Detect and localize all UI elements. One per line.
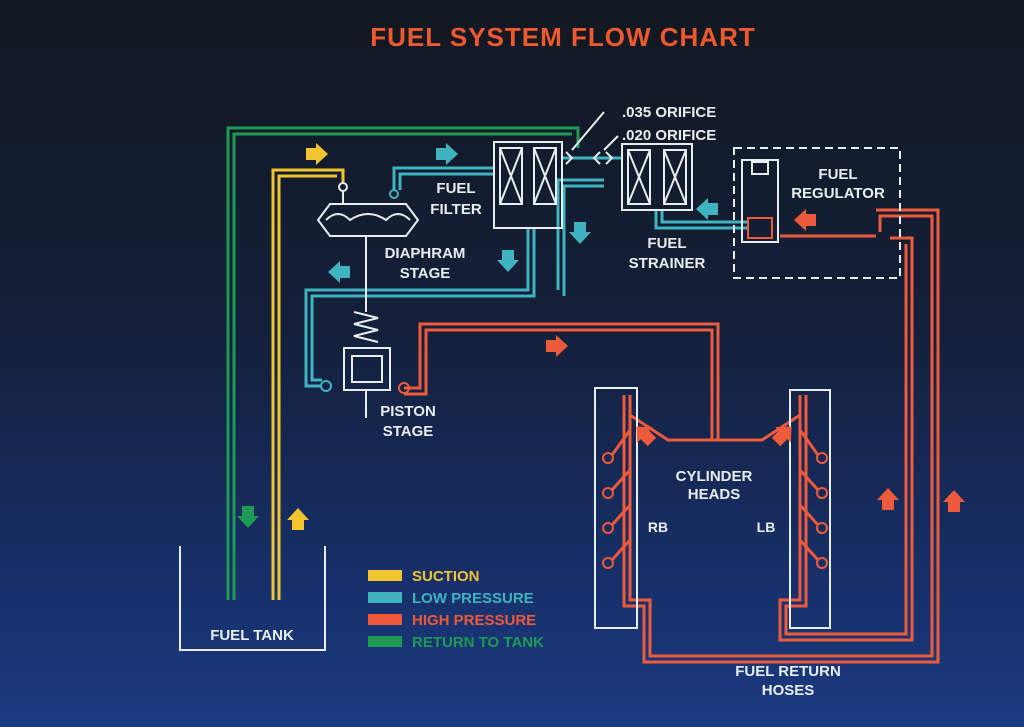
piston-stage-label: PISTON	[380, 403, 436, 420]
piston-stage-label-2: STAGE	[383, 423, 434, 440]
orifice-020-label: .020 ORIFICE	[622, 127, 716, 144]
fuel-strainer-label-2: STRAINER	[629, 255, 706, 272]
fuel-tank	[179, 546, 326, 651]
high-pressure-lines	[404, 208, 940, 664]
legend-swatch-high-pressure	[368, 614, 402, 625]
cylinder-heads-label: CYLINDER	[676, 468, 753, 485]
fuel-return-hoses-label-2: HOSES	[762, 682, 815, 699]
legend-label-high-pressure: HIGH PRESSURE	[412, 612, 536, 629]
diaphram-stage-label: DIAPHRAM	[385, 245, 466, 262]
orifice-035-label: .035 ORIFICE	[622, 104, 716, 121]
legend-swatch-low-pressure	[368, 592, 402, 603]
lb-label: LB	[757, 519, 776, 535]
legend-item-suction: SUCTION	[368, 568, 480, 585]
fuel-return-hoses-label: FUEL RETURN	[735, 663, 841, 680]
fuel-filter-label-2: FILTER	[430, 201, 482, 218]
legend-label-low-pressure: LOW PRESSURE	[412, 590, 534, 607]
diagram-title: FUEL SYSTEM FLOW CHART	[370, 22, 756, 52]
legend-label-suction: SUCTION	[412, 568, 480, 585]
diaphram-stage-label-2: STAGE	[400, 265, 451, 282]
cylinder-heads-label-2: HEADS	[688, 486, 741, 503]
return-line	[226, 126, 580, 600]
fuel-strainer-label: FUEL	[647, 235, 686, 252]
rb-label: RB	[648, 519, 668, 535]
suction-line	[271, 168, 345, 600]
legend-label-return-to-tank: RETURN TO TANK	[412, 634, 544, 651]
fuel-regulator-label-2: REGULATOR	[791, 185, 885, 202]
legend-swatch-return-to-tank	[368, 636, 402, 647]
fuel-filter	[493, 141, 563, 229]
cylinder-port-circles	[602, 452, 828, 569]
cylinder-heads-outline	[594, 387, 831, 629]
legend-item-high-pressure: HIGH PRESSURE	[368, 612, 536, 629]
diaphram-stage	[316, 182, 420, 312]
fuel-filter-label: FUEL	[436, 180, 475, 197]
low-pressure-lines	[304, 156, 748, 388]
legend-swatch-suction	[368, 570, 402, 581]
legend: SUCTION LOW PRESSURE HIGH PRESSURE RETUR…	[368, 568, 544, 651]
piston-stage	[320, 311, 410, 418]
fuel-strainer	[621, 143, 693, 211]
legend-item-return-to-tank: RETURN TO TANK	[368, 634, 544, 651]
fuel-regulator-label: FUEL	[818, 166, 857, 183]
legend-item-low-pressure: LOW PRESSURE	[368, 590, 534, 607]
orifices	[565, 111, 619, 165]
fuel-regulator	[733, 147, 901, 279]
fuel-tank-label: FUEL TANK	[210, 627, 294, 644]
